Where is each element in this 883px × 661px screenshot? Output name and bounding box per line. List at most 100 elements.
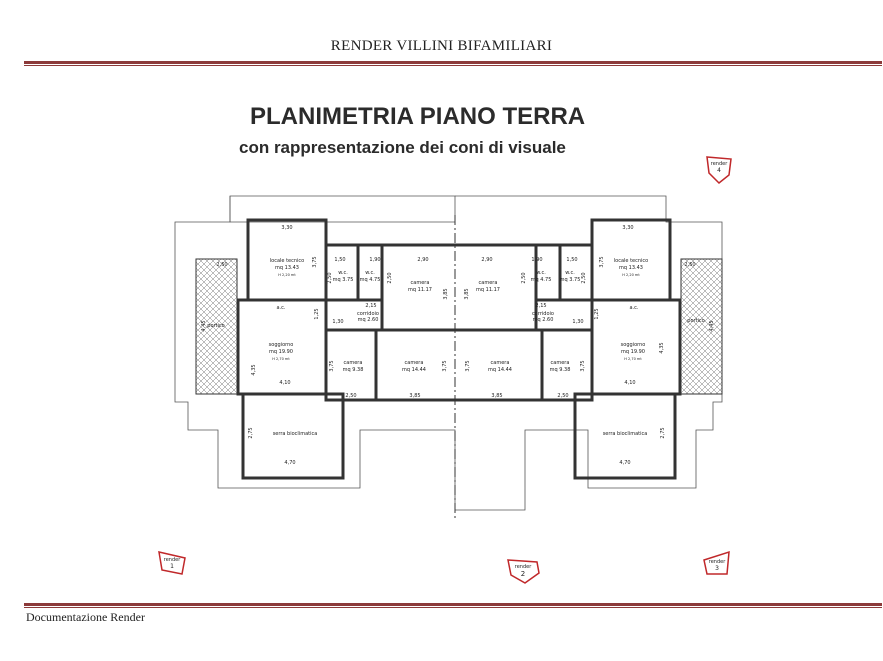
room-area-camera-lc: mq 11.17 — [408, 287, 432, 293]
room-name-wc-l1: w.c. — [338, 270, 348, 276]
dim-385-bottom-right: 3,85 — [491, 393, 502, 399]
dim-385-vert-left: 3,85 — [443, 288, 449, 299]
header-rule-thin — [24, 65, 882, 66]
room-name-wc-r2: w.c. — [565, 270, 575, 276]
dim-375-camera-r: 3,75 — [465, 360, 471, 371]
render-marker-2: render 2 — [507, 559, 540, 584]
document-header-title: RENDER VILLINI BIFAMILIARI — [330, 38, 553, 54]
dim-385-bottom-left: 3,85 — [409, 393, 420, 399]
dim-470-left: 4,70 — [284, 460, 295, 466]
render-marker-1: render 1 — [158, 551, 186, 575]
dim-375-camera-l: 3,75 — [329, 360, 335, 371]
dim-125-right: 1,25 — [594, 308, 600, 319]
dim-435-left: 4,35 — [251, 364, 257, 375]
room-name-serra-right: serra bioclimatica — [603, 431, 648, 437]
dim-150-right: 1,50 — [566, 257, 577, 263]
dim-330-right: 3,30 — [622, 225, 633, 231]
dim-215-right: 2,15 — [535, 303, 546, 309]
render-marker-1-label: render — [164, 557, 181, 563]
dim-150-left: 1,50 — [334, 257, 345, 263]
room-area-wc-l2: mq 4.75 — [360, 277, 381, 283]
room-area-corridoio-left: mq 2.60 — [358, 317, 379, 323]
dim-375-camera-l2: 3,75 — [442, 360, 448, 371]
room-name-corridoio-right: corridoio — [532, 311, 554, 317]
render-marker-3-number: 3 — [715, 565, 719, 572]
room-name-camera-l1: camera — [344, 360, 363, 366]
dim-275-right: 2,75 — [660, 427, 666, 438]
dim-125-left: 1,25 — [314, 308, 320, 319]
dim-375-top-right: 3,75 — [599, 256, 605, 267]
room-name-soggiorno-right: soggiorno — [621, 342, 646, 348]
render-marker-2-label: render — [515, 564, 532, 570]
footer-rule-thin — [24, 607, 882, 608]
dim-250-bottom-left: 2,50 — [345, 393, 356, 399]
label-portico-left: portico — [207, 323, 224, 329]
dim-290-right: 2,90 — [481, 257, 492, 263]
dim-250-wc-r2: 2,50 — [581, 272, 587, 283]
room-name-soggiorno-left: soggiorno — [269, 342, 294, 348]
dim-250-bottom-right: 2,50 — [557, 393, 568, 399]
room-name-locale-tecnico-left: locale tecnico — [270, 258, 304, 264]
dim-250-right: 2,50 — [684, 262, 695, 268]
room-name-corridoio-left: corridoio — [357, 311, 379, 317]
room-area-corridoio-right: mq 2.60 — [533, 317, 554, 323]
render-marker-2-number: 2 — [521, 570, 525, 578]
room-height-locale-tecnico-right: H 2,20 mt — [622, 273, 640, 277]
plan-subtitle: con rappresentazione dei coni di visuale — [239, 138, 566, 157]
dim-445-right: 4,45 — [709, 320, 715, 331]
room-name-camera-l2: camera — [405, 360, 424, 366]
room-name-wc-r1: w.c. — [536, 270, 546, 276]
room-area-soggiorno-left: mq 19.90 — [269, 349, 293, 355]
room-name-camera-r1: camera — [551, 360, 570, 366]
room-area-camera-rc: mq 11.17 — [476, 287, 500, 293]
label-portico-right: portico — [687, 318, 704, 324]
dimension-labels: 3,30 3,30 2,50 2,50 1,50 1,90 2,90 2,90 … — [201, 225, 715, 466]
render-marker-4: render 4 — [706, 156, 732, 185]
room-area-camera-l2: mq 14.44 — [402, 367, 426, 373]
dim-385-vert-right: 3,85 — [464, 288, 470, 299]
render-marker-4-number: 4 — [717, 167, 721, 174]
dim-375-camera-r2: 3,75 — [580, 360, 586, 371]
room-area-camera-r2: mq 14.44 — [488, 367, 512, 373]
dim-410-right: 4,10 — [624, 380, 635, 386]
room-name-camera-rc: camera — [479, 280, 498, 286]
dim-190-right: 1,90 — [531, 257, 542, 263]
room-area-wc-r1: mq 4.75 — [531, 277, 552, 283]
room-name-camera-lc: camera — [411, 280, 430, 286]
dim-290-left: 2,90 — [417, 257, 428, 263]
dim-410-left: 4,10 — [279, 380, 290, 386]
room-name-serra-left: serra bioclimatica — [273, 431, 318, 437]
room-area-camera-l1: mq 9.38 — [343, 367, 364, 373]
footer-rule-thick — [24, 603, 882, 606]
room-area-camera-r1: mq 9.38 — [550, 367, 571, 373]
dim-190-left: 1,90 — [369, 257, 380, 263]
room-name-wc-l2: w.c. — [365, 270, 375, 276]
dim-375-top-left: 3,75 — [312, 256, 318, 267]
room-name-camera-r2: camera — [491, 360, 510, 366]
dim-470-right: 4,70 — [619, 460, 630, 466]
render-marker-3: render 3 — [703, 550, 730, 575]
plan-title: PLANIMETRIA PIANO TERRA — [250, 103, 586, 130]
room-area-locale-tecnico-left: mq 13.43 — [275, 265, 299, 271]
dim-250-wc-r: 2,50 — [521, 272, 527, 283]
dim-445-left: 4,45 — [201, 320, 207, 331]
room-labels: locale tecnico mq 13.43 H 2,20 mt locale… — [207, 258, 704, 437]
render-marker-1-number: 1 — [170, 563, 174, 570]
dim-130-left: 1,30 — [332, 319, 343, 325]
dim-435-right: 4,35 — [659, 342, 665, 353]
header-rule-thick — [24, 61, 882, 64]
dim-250-wc-l: 2,50 — [327, 272, 333, 283]
walls — [236, 218, 682, 480]
render-marker-3-label: render — [709, 559, 726, 565]
dim-250-left: 2,50 — [216, 262, 227, 268]
dim-130-right: 1,30 — [572, 319, 583, 325]
label-ac-left: a.c. — [277, 305, 286, 311]
room-area-wc-r2: mq 3.75 — [560, 277, 581, 283]
dim-275-left: 2,75 — [248, 427, 254, 438]
room-area-locale-tecnico-right: mq 13.43 — [619, 265, 643, 271]
room-area-wc-l1: mq 3.75 — [333, 277, 354, 283]
dim-330-left: 3,30 — [281, 225, 292, 231]
room-height-soggiorno-right: H 2,70 mt — [624, 357, 642, 361]
label-ac-right: a.c. — [630, 305, 639, 311]
